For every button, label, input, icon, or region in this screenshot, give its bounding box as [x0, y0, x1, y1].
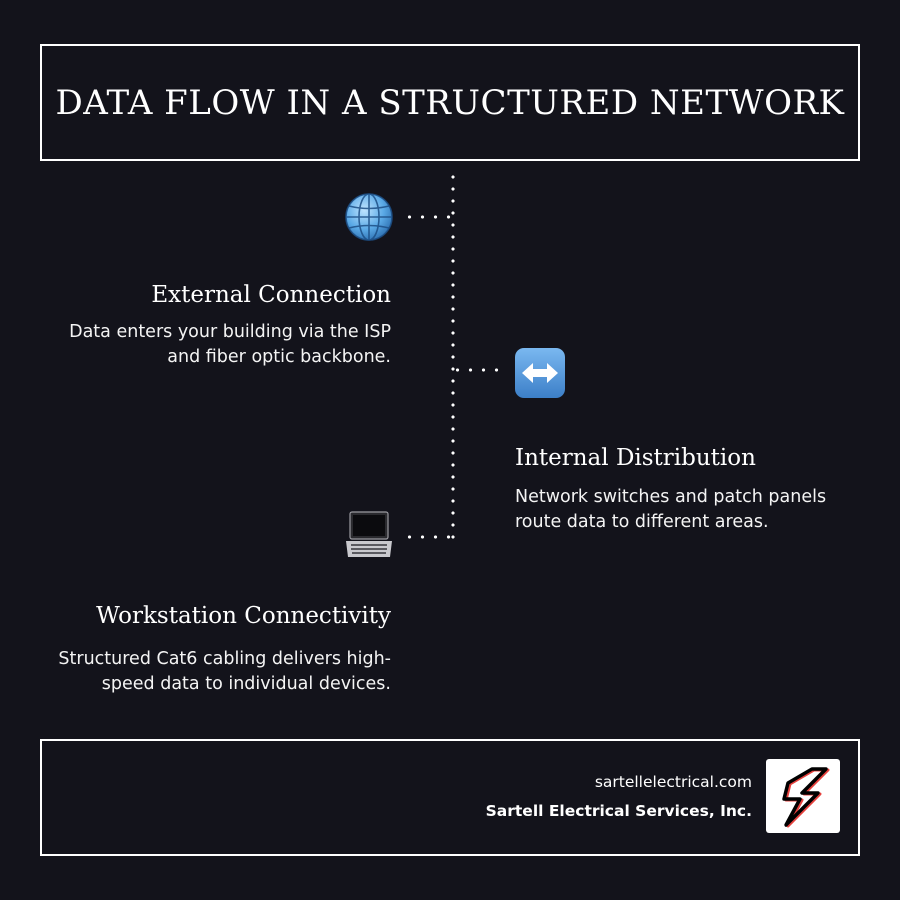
title-box: DATA FLOW IN A STRUCTURED NETWORK [40, 44, 860, 161]
step-heading-external: External Connection [151, 282, 391, 308]
left-right-arrow-icon [514, 347, 566, 399]
step-description-internal: Network switches and patch panels route … [515, 487, 827, 532]
footer-website: sartellelectrical.com [594, 773, 752, 791]
page-title: DATA FLOW IN A STRUCTURED NETWORK [55, 82, 845, 123]
globe-icon [343, 191, 395, 243]
connector-workstation [403, 535, 455, 539]
laptop-icon [343, 510, 395, 562]
step-description-external: Data enters your building via the ISP an… [69, 322, 391, 367]
footer-company-name: Sartell Electrical Services, Inc. [485, 802, 752, 820]
step-heading-internal: Internal Distribution [515, 445, 756, 471]
step-description-workstation: Structured Cat6 cabling delivers high-sp… [58, 649, 391, 694]
footer: sartellelectrical.com Sartell Electrical… [40, 739, 860, 856]
timeline-vertical-connector [451, 171, 455, 543]
connector-external [403, 215, 455, 219]
step-heading-workstation: Workstation Connectivity [96, 603, 391, 629]
lightning-bolt-logo [766, 759, 840, 833]
connector-internal [451, 368, 503, 372]
